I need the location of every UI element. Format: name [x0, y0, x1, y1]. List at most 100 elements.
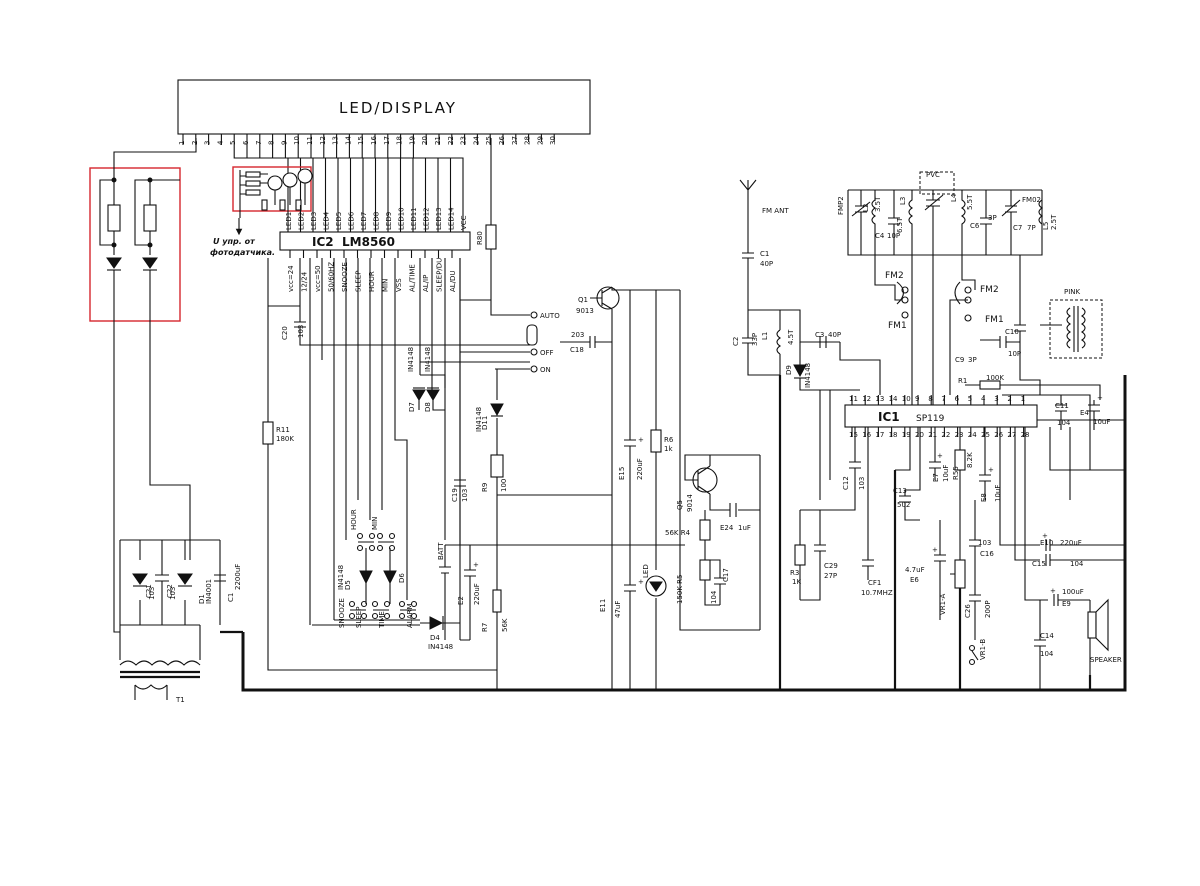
ic1-top-pin-number: 7 — [941, 395, 945, 403]
display-pin-number: 24 — [472, 136, 480, 145]
value-c14: 104 — [1040, 650, 1054, 658]
transistor-c — [297, 168, 313, 184]
label-e7: E7 — [932, 473, 940, 482]
value-l4: 5.5T — [966, 194, 974, 210]
fm2-label-right: FM2 — [980, 285, 999, 295]
label-l4: L4 — [950, 193, 958, 202]
mode-switch: AUTO OFF ON — [420, 311, 560, 374]
diode-left — [106, 257, 122, 269]
ic2-top-pin-label: LED7 — [360, 212, 368, 230]
value-d7: IN4148 — [407, 347, 415, 372]
annotation-line2: фотодатчика. — [210, 248, 275, 257]
label-l3: L3 — [899, 197, 907, 205]
label-e6: E6 — [910, 576, 919, 584]
value-c16: 103 — [978, 539, 991, 547]
value-c9: 3P — [968, 356, 977, 364]
diode-d9 — [793, 364, 807, 378]
value-e2: 220uF — [473, 583, 481, 605]
ic2-bottom-pin-label: AL/TIME — [409, 264, 417, 292]
value-c6: 3P — [988, 214, 997, 222]
value-c29: 27P — [824, 572, 837, 580]
display-pin-number: 18 — [396, 136, 404, 145]
label-r55: R55 — [952, 466, 960, 480]
ic1-top-pin-number: 13 — [875, 395, 884, 403]
ic2-bottom-pin-label: HOUR — [368, 271, 376, 292]
pvc-label: PVC — [926, 171, 940, 179]
value-l1: 4.5T — [787, 329, 795, 345]
value-c11: 104 — [1057, 419, 1071, 427]
label-r6: R6 — [664, 436, 674, 444]
label-e8: E8 — [980, 493, 988, 502]
ic1-bottom-pin-number: 21 — [928, 431, 937, 439]
value-r7: 56K — [501, 618, 509, 632]
label-c2: C2 — [732, 337, 740, 346]
label-q5: Q5 — [676, 500, 684, 510]
fm1-label-right: FM1 — [985, 315, 1004, 325]
svg-text:+: + — [1042, 532, 1048, 540]
ic1-top-pin-number: 10 — [902, 395, 911, 403]
value-e9: 100uF — [1062, 588, 1084, 596]
label-d5: D5 — [344, 580, 352, 590]
ic1-top-pin-number: 11 — [849, 395, 858, 403]
display-pin-number: 30 — [549, 136, 557, 145]
display-pin-number: 21 — [434, 136, 442, 145]
label-c16: C16 — [980, 550, 994, 558]
label-e9: E9 — [1062, 600, 1071, 608]
ic2-top-pin-label: LED4 — [323, 211, 331, 230]
value-c18: 203 — [571, 331, 584, 339]
display-pin-number: 10 — [293, 136, 301, 145]
label-c14: C14 — [1040, 632, 1054, 640]
svg-text:+: + — [473, 561, 479, 569]
label-e10: E10 — [1040, 539, 1053, 547]
label-fm02: FM02 — [1022, 196, 1041, 204]
power-supply: C21 103 C22 103 D1 IN4001 C1 2200uF T1 — [119, 539, 242, 704]
svg-text:+: + — [1097, 394, 1103, 402]
speaker: SPEAKER — [1087, 598, 1122, 675]
ic1-top-pin-number: 6 — [955, 395, 960, 403]
value-e4: 10uF — [1093, 418, 1110, 426]
label-c11: C11 — [1055, 402, 1069, 410]
value-c3: 40P — [828, 331, 841, 339]
potentiometer-vr1a — [954, 559, 966, 589]
display-pin-number: 8 — [268, 141, 276, 145]
ic2-bottom-pin-label: AL/DU — [449, 270, 457, 292]
display-pin-number: 15 — [357, 136, 365, 145]
value-e15: 220uF — [636, 458, 644, 480]
label-c3: C3 — [815, 331, 824, 339]
ic2-part: LM8560 — [342, 235, 395, 249]
value-c2: 33P — [751, 333, 759, 346]
label-c19: C19 — [451, 488, 459, 502]
svg-text:+: + — [1050, 587, 1056, 595]
display-pin-number: 12 — [319, 136, 327, 145]
ic2-top-pin-label: LED2 — [298, 212, 306, 230]
ic1-bottom-pin-number: 24 — [968, 431, 977, 439]
ic2-name: IC2 — [312, 235, 334, 249]
display-pin-number: 27 — [511, 136, 519, 145]
display-pin-number: 26 — [498, 136, 506, 145]
ic1-top-pin-number: 3 — [994, 395, 998, 403]
ic1-top-pin-number: 9 — [915, 395, 919, 403]
ic2-bottom-pin-label: MIN — [382, 279, 390, 292]
resistor-r6 — [650, 429, 662, 453]
ic1-top-pin-number: 14 — [889, 395, 898, 403]
diode-d11 — [490, 403, 504, 417]
value-d5: IN4148 — [337, 565, 345, 590]
annotation-line1: U упр. от — [213, 237, 256, 246]
svg-text:+: + — [932, 546, 938, 554]
sleep-label: SLEEP — [355, 607, 363, 628]
svg-text:+: + — [638, 578, 644, 586]
label-c1-rf: C1 — [760, 250, 769, 258]
value-r11: 180K — [276, 435, 294, 443]
display-pin-number: 22 — [447, 136, 455, 145]
label-cf1: CF1 — [868, 579, 881, 587]
display-title: LED/DISPLAY — [339, 99, 457, 117]
resistor-r80 — [485, 224, 497, 250]
value-c10: 10P — [1008, 350, 1021, 358]
label-c17: C17 — [722, 568, 730, 582]
alarm-label: ALARM — [406, 603, 414, 628]
diode-d8 — [426, 389, 440, 401]
transistor-b — [282, 172, 298, 188]
ic2-top-pin-label: LED9 — [385, 212, 393, 230]
display-pin-number: 23 — [460, 136, 468, 145]
value-c22: 103 — [169, 587, 177, 600]
